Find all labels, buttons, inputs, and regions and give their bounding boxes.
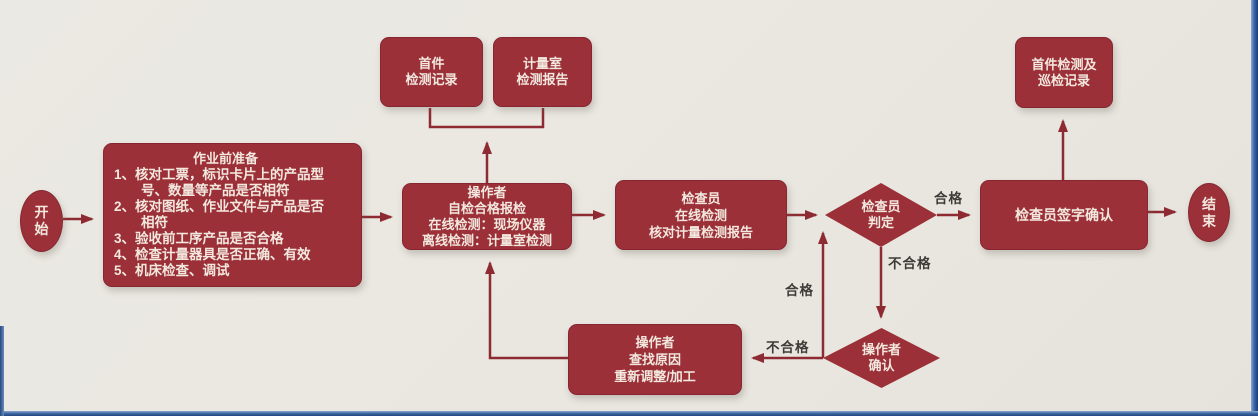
inspector-sign-label: 检查员签字确认 [1015, 207, 1113, 223]
patrol-record-line: 巡检记录 [1037, 72, 1090, 88]
inspector-check-line: 核对计量检测报告 [648, 224, 753, 240]
prep-item: 1、核对工票，标识卡片上的产品型号、数量等产品是否相符 [114, 167, 325, 198]
self-check-line: 离线检测：计量室检测 [421, 232, 552, 248]
photo-frame-right-edge [1251, 0, 1258, 416]
edge-label-judge-pass: 合格 [934, 191, 963, 206]
photo-frame-bottom-edge [0, 411, 1258, 416]
edge-label-judge-fail: 不合格 [888, 256, 932, 271]
metrology-report-line: 检测报告 [516, 72, 569, 87]
inspector-check-line: 检查员 [681, 190, 721, 206]
prep-process-box: 作业前准备 1、核对工票，标识卡片上的产品型号、数量等产品是否相符 2、核对图纸… [103, 143, 362, 287]
self-check-line: 操作者 [467, 184, 507, 200]
inspector-sign-box: 检查员签字确认 [980, 180, 1148, 250]
inspector-check-box: 检查员 在线检测 核对计量检测报告 [615, 180, 787, 250]
edge-rework-selfcheck [485, 261, 568, 360]
prep-item: 5、机床检查、调试 [114, 263, 230, 278]
judge-line: 判定 [867, 215, 894, 230]
confirm-line: 操作者 [861, 342, 901, 357]
first-record-doc-box: 首件 检测记录 [380, 37, 483, 107]
metrology-report-doc-box: 计量室 检测报告 [493, 37, 592, 107]
first-record-line: 检测记录 [405, 72, 458, 87]
patrol-record-line: 首件检测及 [1031, 56, 1097, 72]
end-terminator: 结束 [1188, 183, 1230, 242]
rework-line: 查找原因 [628, 352, 681, 367]
rework-line: 操作者 [635, 335, 675, 350]
inspector-judge-decision: 检查员 判定 [825, 183, 937, 247]
inspector-check-line: 在线检测 [674, 207, 727, 223]
judge-line: 检查员 [861, 199, 901, 214]
first-record-line: 首件 [418, 56, 445, 71]
rework-line: 重新调整/加工 [614, 369, 696, 384]
confirm-line: 确认 [868, 358, 895, 373]
operator-rework-box: 操作者 查找原因 重新调整/加工 [568, 324, 742, 395]
self-check-line: 在线检测：现场仪器 [428, 216, 546, 232]
edge-label-confirm-pass: 合格 [785, 283, 814, 298]
start-label: 开始 [34, 204, 49, 237]
metrology-report-line: 计量室 [522, 56, 562, 71]
edge-records-bracket [428, 108, 545, 129]
first-patrol-record-doc-box: 首件检测及 巡检记录 [1015, 37, 1113, 108]
edge-label-confirm-fail: 不合格 [766, 340, 810, 355]
operator-confirm-decision: 操作者 确认 [823, 328, 940, 388]
self-check-line: 自检合格报检 [447, 200, 526, 216]
end-label: 结束 [1202, 195, 1216, 229]
prep-item: 2、核对图纸、作业文件与产品是否相符 [114, 199, 325, 230]
operator-self-check-box: 操作者 自检合格报检 在线检测：现场仪器 离线检测：计量室检测 [402, 183, 572, 250]
photo-frame-left-edge [0, 326, 4, 416]
prep-item: 3、验收前工序产品是否合格 [114, 231, 284, 246]
start-terminator: 开始 [20, 190, 63, 252]
prep-title: 作业前准备 [192, 151, 258, 166]
prep-item: 4、检查计量器具是否正确、有效 [114, 247, 311, 262]
